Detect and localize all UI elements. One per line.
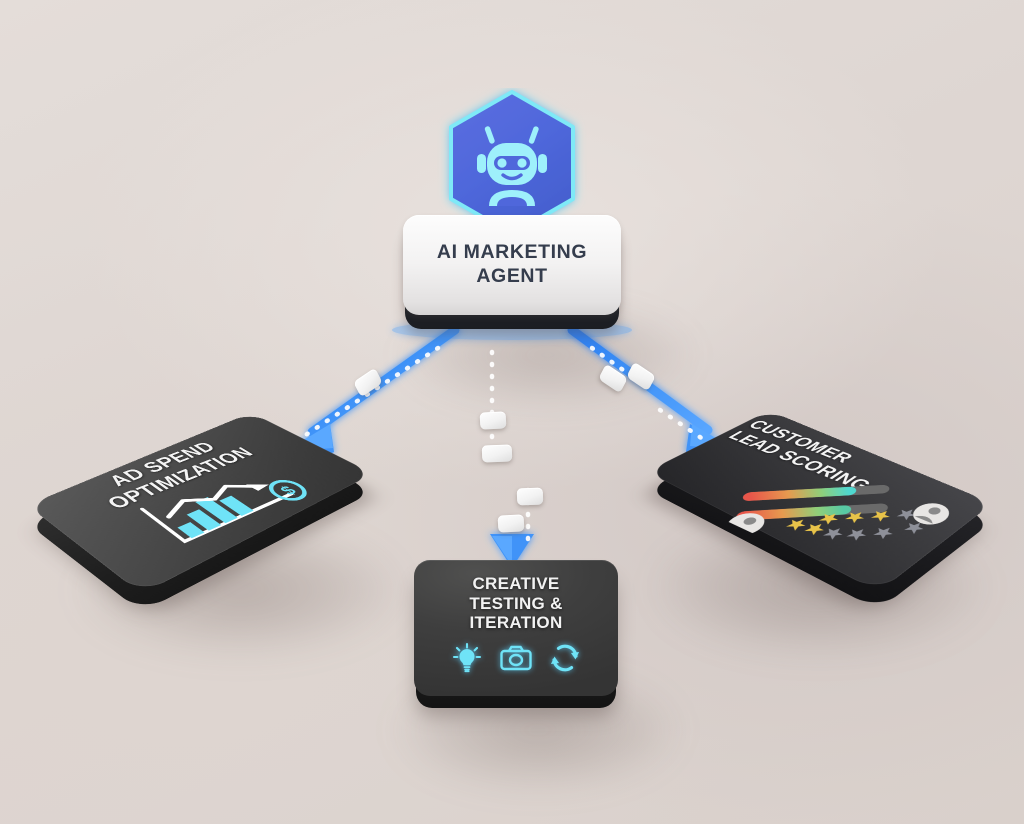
data-packet	[480, 411, 507, 429]
hub-card-label: AI MARKETING AGENT	[403, 241, 621, 289]
camera-icon	[499, 644, 533, 672]
node-card-ad-spend-optimization[interactable]: AD SPEND OPTIMIZATION $	[55, 398, 355, 598]
lead-scoring-card-face: CUSTOMER LEAD SCORING	[647, 411, 993, 593]
node-card-customer-lead-scoring[interactable]: CUSTOMER LEAD SCORING	[665, 396, 965, 596]
creative-testing-icon-row	[451, 642, 581, 674]
data-packet	[482, 444, 513, 462]
data-packet	[517, 488, 544, 506]
data-packet	[498, 514, 525, 532]
score-bar-1	[751, 460, 882, 530]
creative-testing-card-face: CREATIVE TESTING & ITERATION	[414, 560, 618, 696]
avatar-icon	[906, 499, 956, 528]
hub-card-ai-marketing-agent[interactable]: AI MARKETING AGENT	[403, 215, 621, 327]
lightbulb-icon	[451, 642, 483, 674]
node-card-creative-testing-iteration[interactable]: CREATIVE TESTING & ITERATION	[414, 560, 618, 708]
refresh-icon	[549, 643, 581, 673]
creative-testing-card-title: CREATIVE TESTING & ITERATION	[469, 574, 562, 633]
hub-card-face: AI MARKETING AGENT	[403, 215, 621, 315]
